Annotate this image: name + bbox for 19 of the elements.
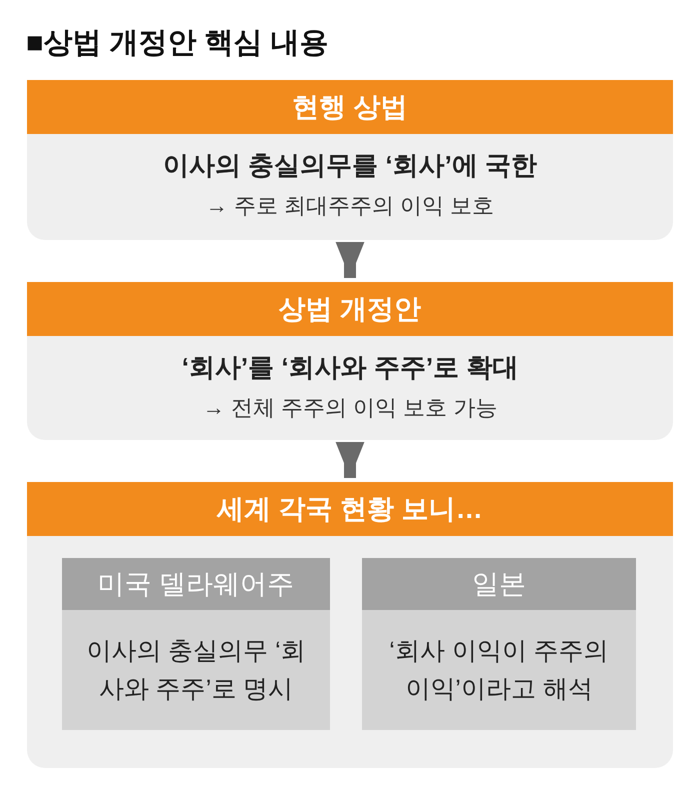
arrow	[336, 442, 364, 478]
title: ■상법 개정안 핵심 내용	[26, 26, 329, 61]
section-header: 세계 각국 현황 보니…	[27, 482, 673, 536]
main-statement: 이사의 충실의무를 ‘회사’에 국한	[162, 149, 538, 182]
section-card	[27, 482, 673, 768]
section-header: 일본	[362, 558, 636, 610]
sub-statement: → 주로 최대주주의 이익 보호	[206, 192, 494, 220]
country-panel	[362, 558, 636, 730]
main-statement: ‘회사’를 ‘회사와 주주’로 확대	[182, 351, 518, 384]
section-header: 미국 델라웨어주	[62, 558, 330, 610]
panel-text: ‘회사 이익이 주주의 이익’이라고 해석	[388, 636, 610, 705]
country-panel	[62, 558, 330, 730]
section-header: 현행 상법	[27, 80, 673, 134]
panel-text: 이사의 충실의무 ‘회사와 주주’로 명시	[86, 636, 306, 705]
section-header: 상법 개정안	[27, 282, 673, 336]
section-card	[27, 80, 673, 240]
arrow	[336, 242, 364, 278]
section-card	[27, 282, 673, 440]
sub-statement: → 전체 주주의 이익 보호 가능	[202, 394, 498, 422]
